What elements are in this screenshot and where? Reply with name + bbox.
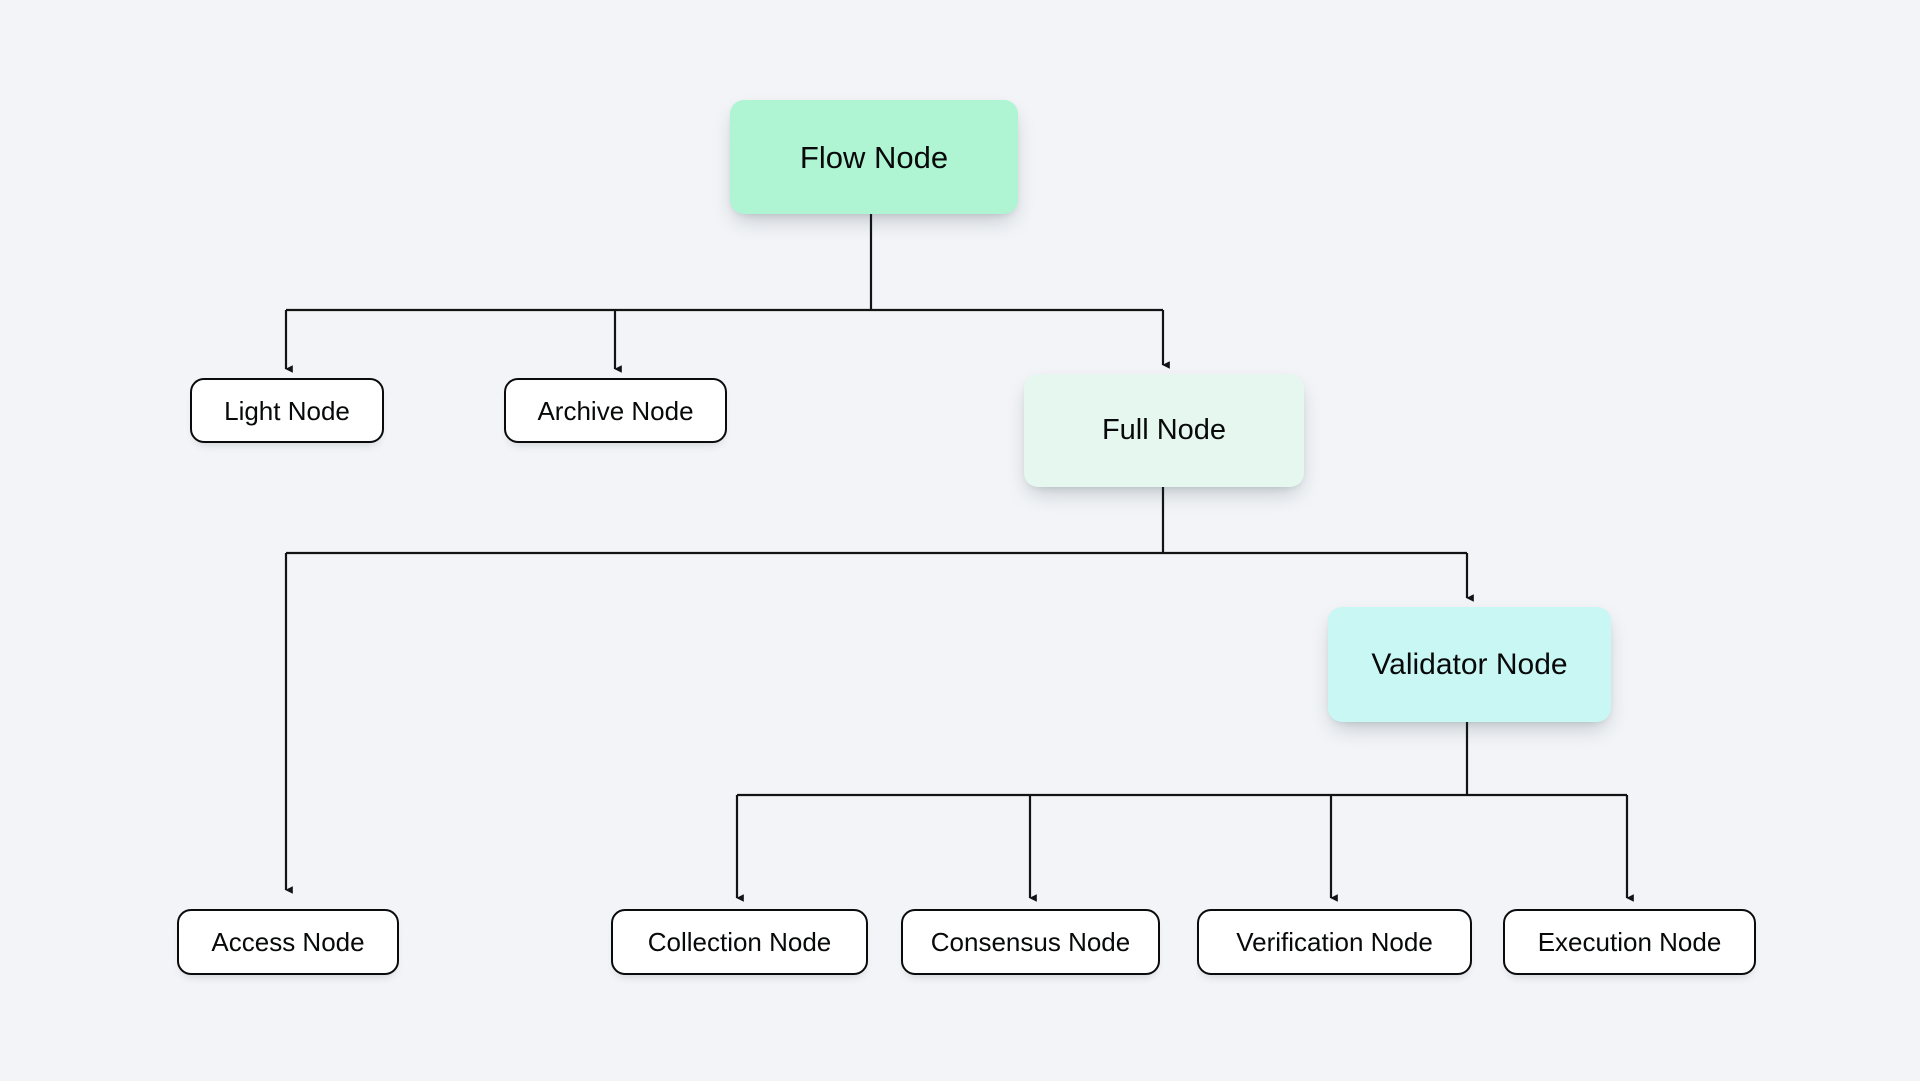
- node-archive-label: Archive Node: [537, 395, 694, 426]
- node-collection-label: Collection Node: [647, 927, 832, 957]
- node-light-label: Light Node: [224, 395, 350, 426]
- node-archive[interactable]: Archive Node: [504, 378, 727, 443]
- node-full[interactable]: Full Node: [1024, 374, 1304, 487]
- node-flow-label: Flow Node: [799, 139, 949, 175]
- node-full-label: Full Node: [1101, 414, 1227, 446]
- node-collection[interactable]: Collection Node: [611, 909, 868, 975]
- node-verification[interactable]: Verification Node: [1197, 909, 1472, 975]
- node-consensus-label: Consensus Node: [930, 927, 1131, 957]
- node-validator[interactable]: Validator Node: [1328, 607, 1611, 722]
- node-consensus[interactable]: Consensus Node: [901, 909, 1160, 975]
- node-flow[interactable]: Flow Node: [730, 100, 1018, 214]
- node-access[interactable]: Access Node: [177, 909, 399, 975]
- node-execution[interactable]: Execution Node: [1503, 909, 1756, 975]
- node-light[interactable]: Light Node: [190, 378, 384, 443]
- node-verification-label: Verification Node: [1236, 927, 1433, 957]
- node-execution-label: Execution Node: [1537, 927, 1722, 957]
- node-access-label: Access Node: [211, 927, 365, 957]
- node-validator-label: Validator Node: [1371, 647, 1568, 681]
